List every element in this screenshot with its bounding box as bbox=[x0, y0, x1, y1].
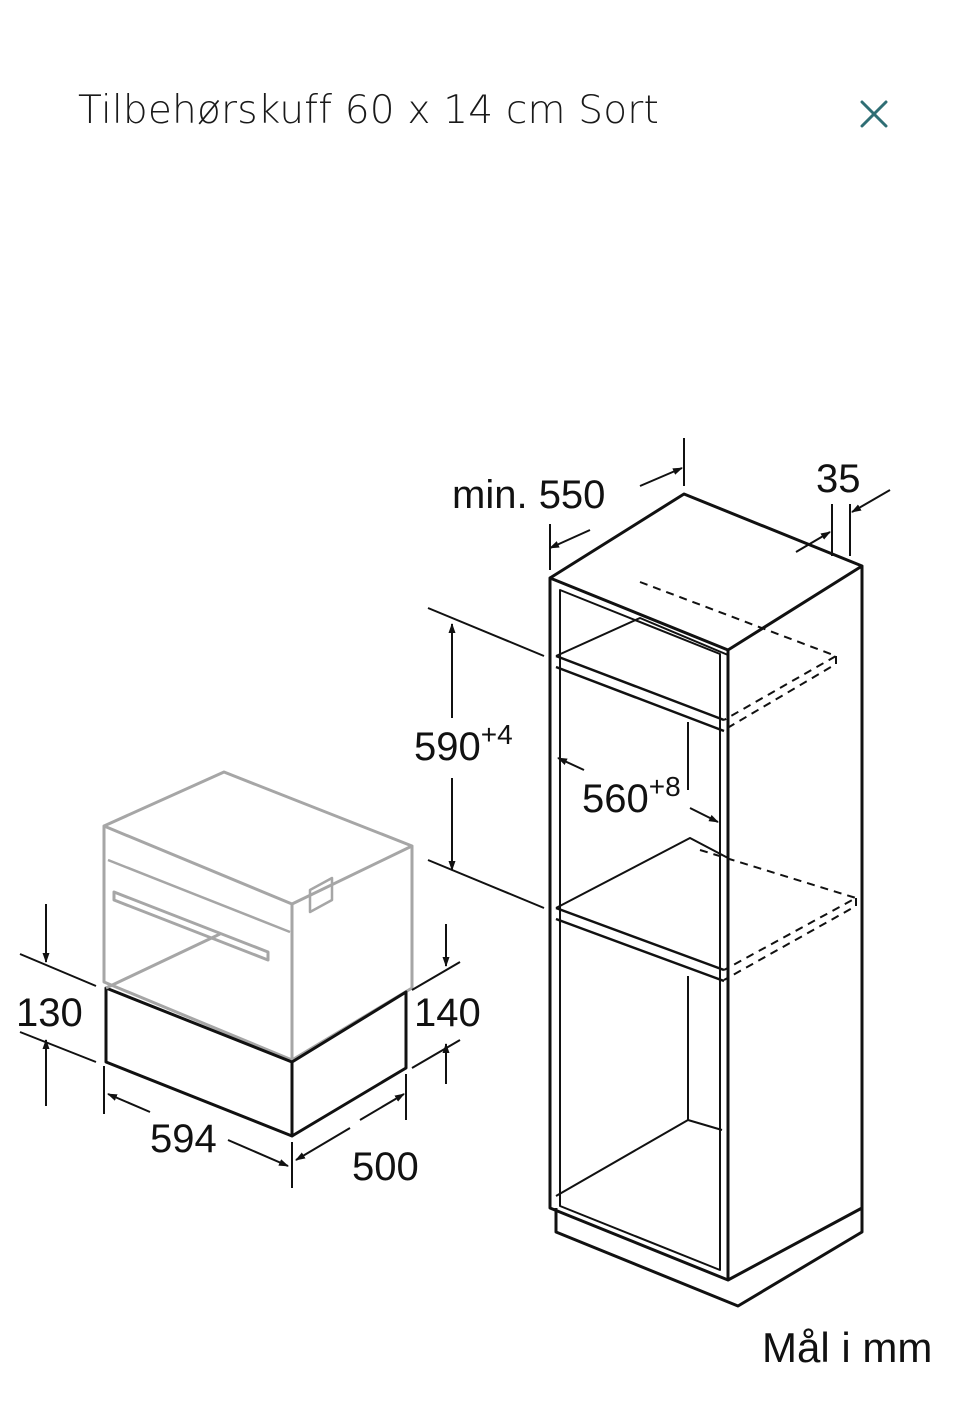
hidden-lines bbox=[639, 581, 859, 981]
dim-drawer-left-height: 130 bbox=[16, 991, 83, 1035]
dim-gap: 35 bbox=[816, 457, 861, 501]
dim-niche-height: 590+4 bbox=[414, 719, 513, 769]
unit-note: Mål i mm bbox=[762, 1324, 932, 1371]
close-icon bbox=[860, 100, 888, 128]
dimension-lines bbox=[19, 438, 891, 1188]
dim-niche-width: 560+8 bbox=[582, 771, 681, 821]
tall-cabinet bbox=[548, 492, 864, 1308]
dim-drawer-width: 594 bbox=[150, 1117, 217, 1161]
installation-drawing: min. 550 35 590+4 560+8 130 140 594 500 … bbox=[16, 438, 932, 1371]
dim-drawer-depth: 500 bbox=[352, 1145, 419, 1189]
modal-header: Tilbehørskuff 60 x 14 cm Sort bbox=[0, 0, 960, 230]
dim-drawer-right-height: 140 bbox=[414, 991, 481, 1035]
close-button[interactable] bbox=[848, 88, 900, 140]
warming-drawer bbox=[104, 932, 408, 1138]
page-title: Tilbehørskuff 60 x 14 cm Sort bbox=[78, 88, 660, 133]
dim-min-depth: min. 550 bbox=[452, 473, 605, 517]
